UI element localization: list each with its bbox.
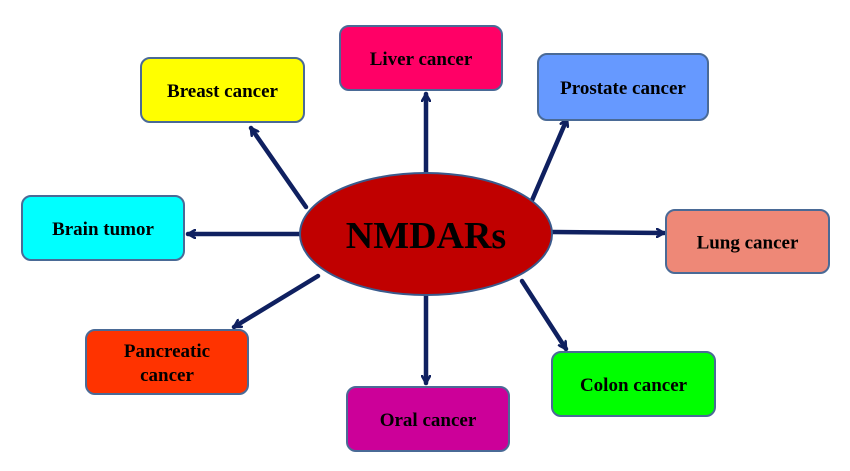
node-box-prostate — [537, 53, 709, 121]
node-pancreatic: Pancreatic cancer — [85, 329, 249, 395]
node-box-oral — [346, 386, 510, 452]
node-label-line: Colon cancer — [580, 375, 688, 396]
node-label-oral: Oral cancer — [380, 410, 477, 431]
node-label-line: Prostate cancer — [560, 78, 686, 99]
node-colon: Colon cancer — [551, 351, 716, 417]
node-label-line: cancer — [140, 365, 194, 386]
node-label-line: Brain tumor — [52, 219, 154, 240]
node-box-lung — [665, 209, 830, 274]
node-oral: Oral cancer — [346, 386, 510, 452]
center-label: NMDARs — [346, 215, 506, 257]
node-lung: Lung cancer — [665, 209, 830, 274]
node-breast: Breast cancer — [140, 57, 305, 123]
node-label-line: Lung cancer — [697, 233, 799, 254]
node-label-line: Pancreatic — [124, 341, 210, 362]
node-box-colon — [551, 351, 716, 417]
node-box-pancreatic — [85, 329, 249, 395]
node-box-liver — [339, 25, 503, 91]
node-brain: Brain tumor — [21, 195, 185, 261]
arrow-prostate — [527, 116, 570, 208]
node-label-line: Oral cancer — [380, 410, 477, 431]
center-node: NMDARs — [299, 172, 553, 296]
node-label-colon: Colon cancer — [580, 375, 688, 396]
node-label-line: Breast cancer — [167, 81, 279, 102]
arrow-pancreatic — [231, 273, 321, 330]
node-prostate: Prostate cancer — [537, 53, 709, 121]
arrows-group — [185, 91, 667, 386]
center-ellipse — [299, 172, 553, 296]
node-liver: Liver cancer — [339, 25, 503, 91]
node-box-brain — [21, 195, 185, 261]
arrow-colon — [519, 278, 569, 352]
node-label-pancreatic: Pancreatic cancer — [124, 341, 210, 386]
node-label-brain: Brain tumor — [52, 219, 154, 240]
arrow-lung — [550, 232, 667, 233]
node-label-lung: Lung cancer — [697, 233, 799, 254]
arrow-breast — [248, 125, 309, 210]
node-label-breast: Breast cancer — [167, 81, 279, 102]
node-label-liver: Liver cancer — [370, 49, 473, 70]
node-label-prostate: Prostate cancer — [560, 78, 686, 99]
node-label-line: Liver cancer — [370, 49, 473, 70]
node-box-breast — [140, 57, 305, 123]
